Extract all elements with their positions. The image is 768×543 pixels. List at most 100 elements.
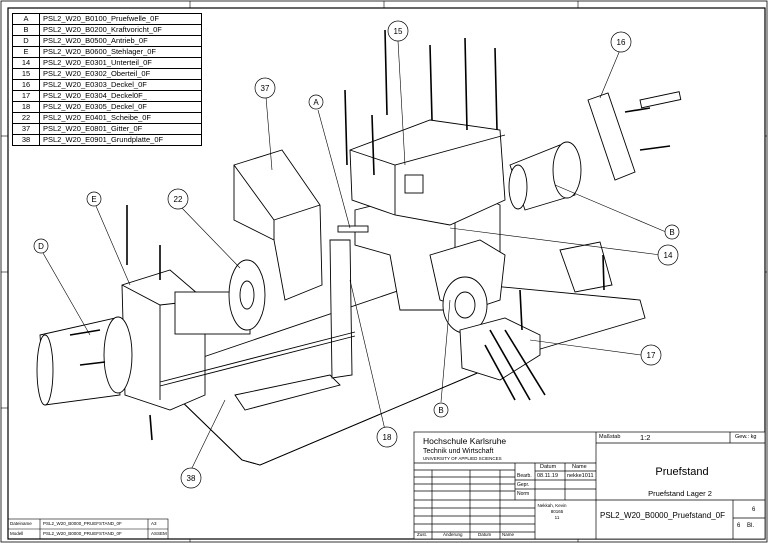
part-name: PSL2_W20_B0600_Stehlager_0F (39, 46, 202, 58)
part-id: E (12, 46, 40, 58)
part-id: 18 (12, 101, 40, 113)
type-value: ASSEM (151, 531, 167, 536)
bolts (69, 29, 671, 441)
balloon-22-label: 22 (174, 195, 183, 204)
part-name: PSL2_W20_E0304_Deckel0F_ (39, 90, 202, 102)
assembly-drawing (36, 91, 682, 466)
balloon-38-label: 38 (187, 474, 196, 483)
guard-cover (233, 149, 323, 301)
institution-name: Hochschule Karlsruhe (423, 436, 507, 446)
part-id: 22 (12, 112, 40, 124)
flange (587, 92, 636, 181)
dateiname-value: PSL2_W20_B0000_PRUEFSTAND_0F (43, 521, 122, 526)
change-date-label: Datum (478, 532, 492, 537)
author-id: 80165 (550, 509, 564, 514)
part-id: 38 (12, 134, 40, 146)
date-header: Datum (540, 464, 557, 470)
balloon-15 (387, 20, 409, 42)
part-id: 14 (12, 57, 40, 69)
change-name-label: Name (502, 532, 515, 537)
format-value: A3 (151, 521, 157, 526)
right-rail (559, 241, 613, 293)
part-name: PSL2_W20_B0500_Antrieb_0F (39, 35, 202, 47)
drawing-subtitle: Pruefstand Lager 2 (648, 489, 712, 498)
balloon-16-label: 16 (617, 38, 626, 47)
balloon-18-label: 18 (383, 433, 392, 442)
zust-label: Zust. (417, 532, 428, 537)
inner-frame (7, 7, 766, 540)
balloon-37 (254, 77, 276, 99)
part-name: PSL2_W20_E0801_Gitter_0F (39, 123, 202, 135)
balloon-E-label: E (91, 195, 96, 204)
file-info-grid (7, 518, 169, 540)
balloon-16 (610, 31, 632, 53)
balloon-38 (180, 467, 202, 489)
balloon-37-label: 37 (261, 84, 270, 93)
balloon-14 (657, 244, 679, 266)
balloon-B-right-label: B (669, 228, 674, 237)
dateiname-label: Dateiname (10, 521, 32, 526)
balloon-17-label: 17 (647, 351, 656, 360)
part-name: PSL2_W20_E0901_Grundplatte_0F (39, 134, 202, 146)
change-label: Änderung (443, 532, 463, 537)
part-name: PSL2_W20_E0303_Deckel_0F (39, 79, 202, 91)
norm-label: Norm (517, 491, 530, 497)
bearb-name: nekke1011 (567, 473, 594, 479)
balloon-B-right (664, 224, 680, 240)
balloon-14-label: 14 (664, 251, 673, 260)
part-name: PSL2_W20_E0305_Deckel_0F (39, 101, 202, 113)
balloon-15-label: 15 (394, 27, 403, 36)
part-name: PSL2_W20_B0200_Kraftvoricht_0F (39, 24, 202, 36)
drawing-title: Pruefstand (655, 466, 709, 478)
leader-lines (42, 40, 667, 471)
part-id: 16 (12, 79, 40, 91)
author-group: 11 (554, 515, 560, 520)
rail (234, 374, 341, 411)
part-name: PSL2_W20_B0100_Pruefwelle_0F (39, 13, 202, 25)
bearb-date: 08.11.19 (537, 473, 559, 479)
balloon-A (308, 94, 324, 110)
sheet-label: Bl. (747, 523, 755, 529)
balloon-B-bottom-label: B (438, 406, 443, 415)
housing-upper (349, 119, 506, 226)
part-id: D (12, 35, 40, 47)
modell-label: Modell (10, 531, 24, 536)
author-name: Nekkah, Kevin (537, 503, 567, 508)
test-shaft (337, 225, 369, 233)
balloon-17 (640, 344, 662, 366)
balloon-22 (167, 188, 189, 210)
part-id: A (12, 13, 40, 25)
weight-label: Gew.: kg (735, 434, 757, 440)
part-id: 37 (12, 123, 40, 135)
vertical-plate (329, 239, 353, 379)
title-block-grid (413, 431, 766, 540)
institution-subtitle: Technik und Wirtschaft (423, 448, 494, 455)
sheet-total: 6 (737, 523, 741, 529)
part-name: PSL2_W20_E0302_Oberteil_0F (39, 68, 202, 80)
scale-label: Maßstab (599, 434, 621, 440)
gepr-label: Gepr. (517, 482, 530, 488)
balloon-A-label: A (313, 98, 319, 107)
balloon-D-label: D (38, 242, 44, 251)
balloon-18 (376, 426, 398, 448)
bearing-pedestal (121, 269, 206, 411)
modell-value: PSL2_W20_B0000_PRUEFSTAND_0F (43, 531, 122, 536)
part-id: 15 (12, 68, 40, 80)
part-id: 17 (12, 90, 40, 102)
drawing-number: PSL2_W20_B0000_Pruefstand_0F (600, 511, 725, 520)
